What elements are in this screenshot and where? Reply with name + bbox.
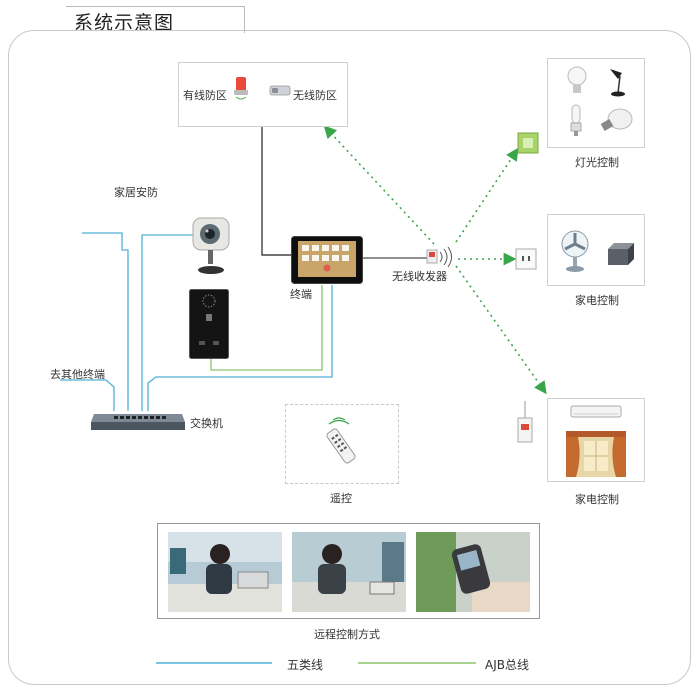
zone-box: 有线防区 无线防区 xyxy=(178,62,348,127)
appliance-control-label-2: 家电控制 xyxy=(575,493,619,506)
appliance-box-1 xyxy=(547,214,645,286)
curtain-icon xyxy=(566,431,626,477)
cat5-lines xyxy=(60,232,333,411)
appliance-box-2 xyxy=(547,398,645,482)
other-terminals-label: 去其他终端 xyxy=(50,368,105,381)
mobile-phone-photo xyxy=(416,532,530,612)
light-switch-icon xyxy=(517,132,539,154)
bulb-icon xyxy=(567,66,587,93)
page-title: 系统示意图 xyxy=(74,12,175,34)
home-security-label: 家居安防 xyxy=(114,186,158,199)
wireless-zone-label: 无线防区 xyxy=(293,89,337,102)
office-phone-photo xyxy=(292,532,406,612)
diagram-frame xyxy=(8,30,691,685)
wired-zone-label: 有线防区 xyxy=(183,89,227,102)
lighting-control-label: 灯光控制 xyxy=(575,156,619,169)
wireless-transceiver-label: 无线收发器 xyxy=(392,270,447,283)
network-switch-icon xyxy=(91,414,185,430)
switch-label: 交换机 xyxy=(190,417,223,430)
globe-bulb-icon xyxy=(600,108,633,131)
ajb-line xyxy=(210,285,323,371)
remote-label: 遥控 xyxy=(330,492,352,505)
remote-box xyxy=(285,404,399,484)
remote-control-icon xyxy=(326,417,356,464)
office-laptop-photo xyxy=(168,532,282,612)
power-socket-icon xyxy=(515,248,537,270)
wireless-arrows xyxy=(323,125,547,395)
camera-icon xyxy=(192,217,230,274)
remote-methods-label: 远程控制方式 xyxy=(314,628,380,641)
terminal-label: 终端 xyxy=(290,288,312,301)
legend-ajb-label: AJB总线 xyxy=(485,658,529,672)
legend-cat5-label: 五类线 xyxy=(287,658,324,672)
air-conditioner-icon xyxy=(570,405,622,418)
wireless-detector-icon xyxy=(269,85,291,96)
tube-bulb-icon xyxy=(570,104,582,136)
appliance-control-label-1: 家电控制 xyxy=(575,294,619,307)
appliance-box-icon xyxy=(608,243,634,265)
terminal-device-icon xyxy=(291,236,363,284)
remote-methods-box xyxy=(157,523,540,619)
wireless-transceiver-icon xyxy=(426,246,452,268)
wireless-sensor-icon xyxy=(517,401,533,443)
fan-icon xyxy=(561,230,589,272)
lighting-box xyxy=(547,58,645,148)
desk-lamp-icon xyxy=(610,69,625,97)
zone-to-terminal-wire xyxy=(261,127,292,256)
siren-icon xyxy=(234,77,248,100)
keypad-panel-icon xyxy=(189,289,229,359)
title-tab xyxy=(66,6,245,33)
